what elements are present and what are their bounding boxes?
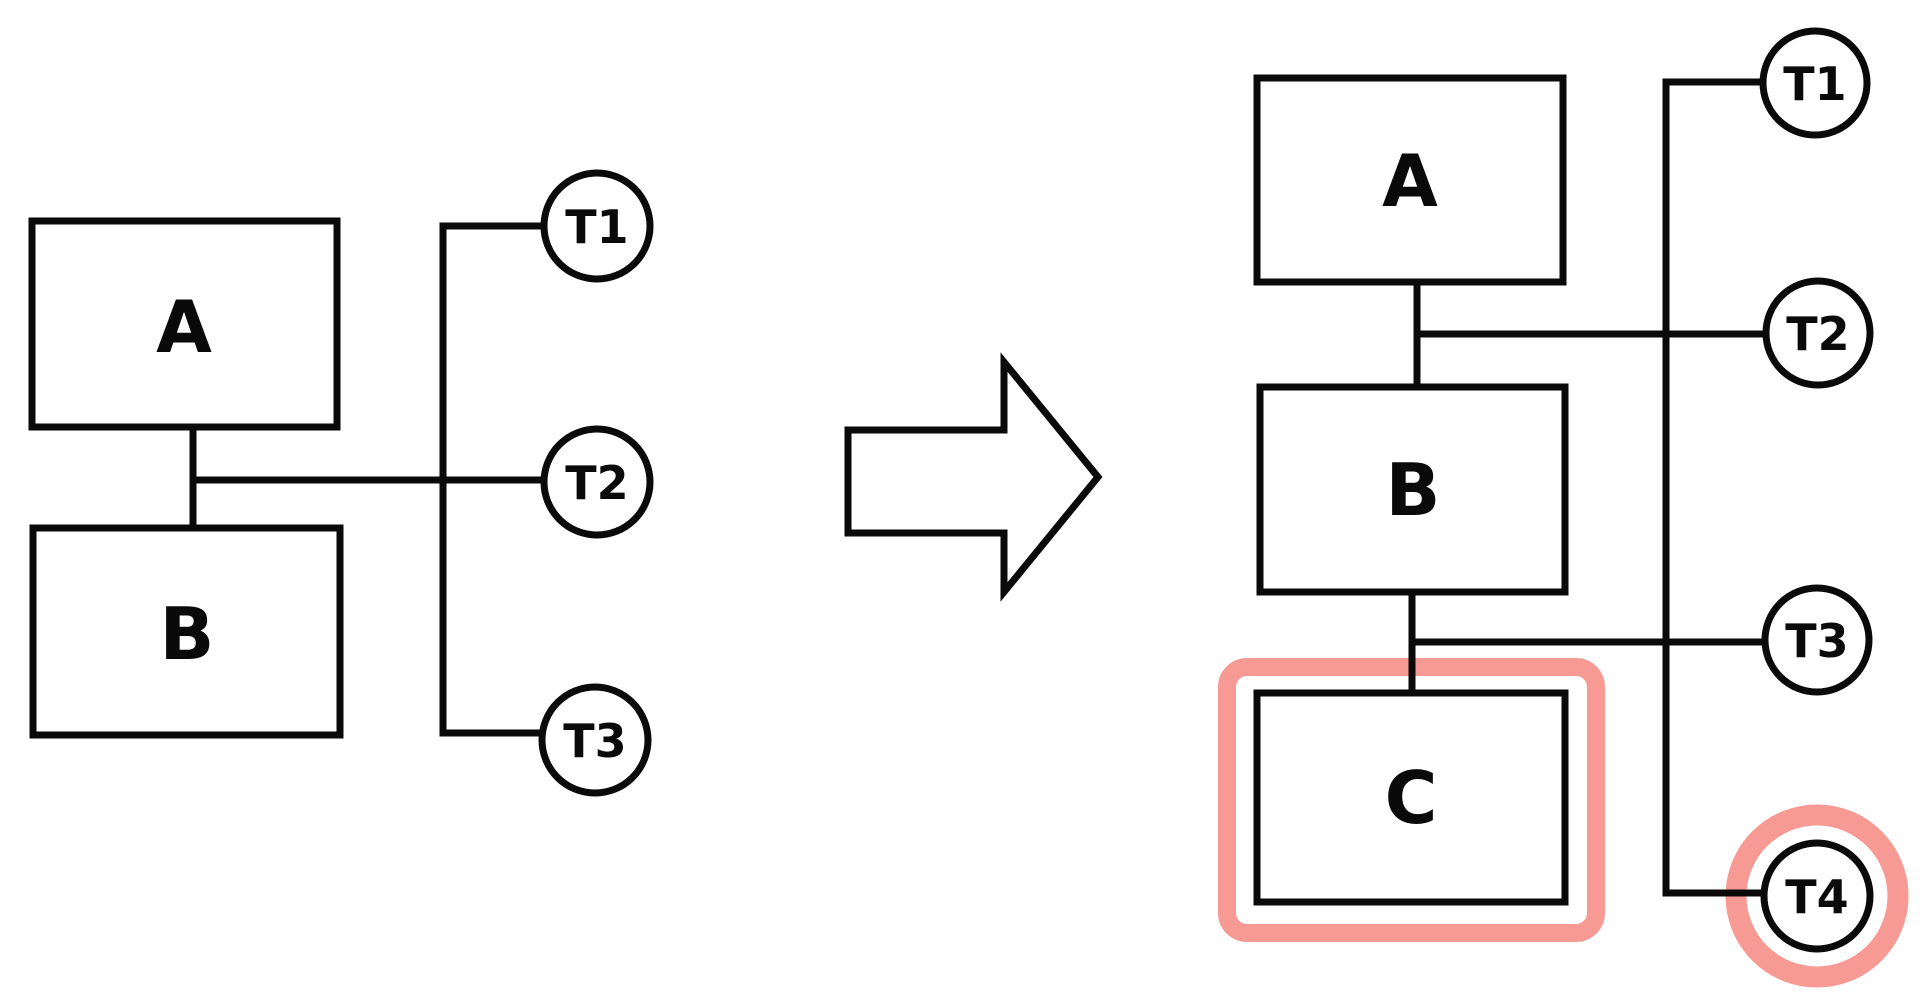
before-terminal-t2 bbox=[540, 425, 654, 539]
after-terminal-t3 bbox=[1761, 584, 1873, 696]
after-box-a bbox=[1253, 74, 1567, 286]
after-box-b-label: B bbox=[1386, 448, 1441, 532]
before-box-b-label: B bbox=[160, 592, 215, 676]
before-box-a bbox=[28, 217, 341, 431]
after-terminal-t2-label: T2 bbox=[1786, 307, 1849, 361]
before-diagram: A B T1 T2 T3 bbox=[28, 169, 654, 797]
after-terminal-t4-label: T4 bbox=[1785, 870, 1848, 924]
before-terminal-t2-label: T2 bbox=[565, 456, 628, 510]
after-diagram: A B C T1 T2 T3 T4 bbox=[1218, 27, 1909, 988]
after-terminal-t3-label: T3 bbox=[1785, 614, 1848, 668]
after-box-a-label: A bbox=[1382, 139, 1438, 223]
before-terminal-t1-label: T1 bbox=[565, 200, 628, 254]
before-box-b bbox=[29, 524, 344, 739]
after-box-b bbox=[1256, 383, 1569, 596]
transform-arrow bbox=[844, 352, 1103, 602]
before-terminal-t3 bbox=[538, 683, 652, 797]
after-box-c bbox=[1253, 689, 1569, 906]
before-box-a-label: A bbox=[156, 285, 212, 369]
before-terminal-t3-label: T3 bbox=[563, 714, 626, 768]
before-terminal-t1 bbox=[540, 169, 654, 283]
after-terminal-t1-label: T1 bbox=[1783, 57, 1846, 111]
after-box-c-label: C bbox=[1385, 756, 1438, 840]
after-terminal-t2 bbox=[1762, 277, 1874, 389]
right-arrow-icon bbox=[844, 352, 1103, 602]
after-terminal-t4 bbox=[1760, 839, 1874, 953]
after-terminal-t1 bbox=[1759, 27, 1871, 139]
